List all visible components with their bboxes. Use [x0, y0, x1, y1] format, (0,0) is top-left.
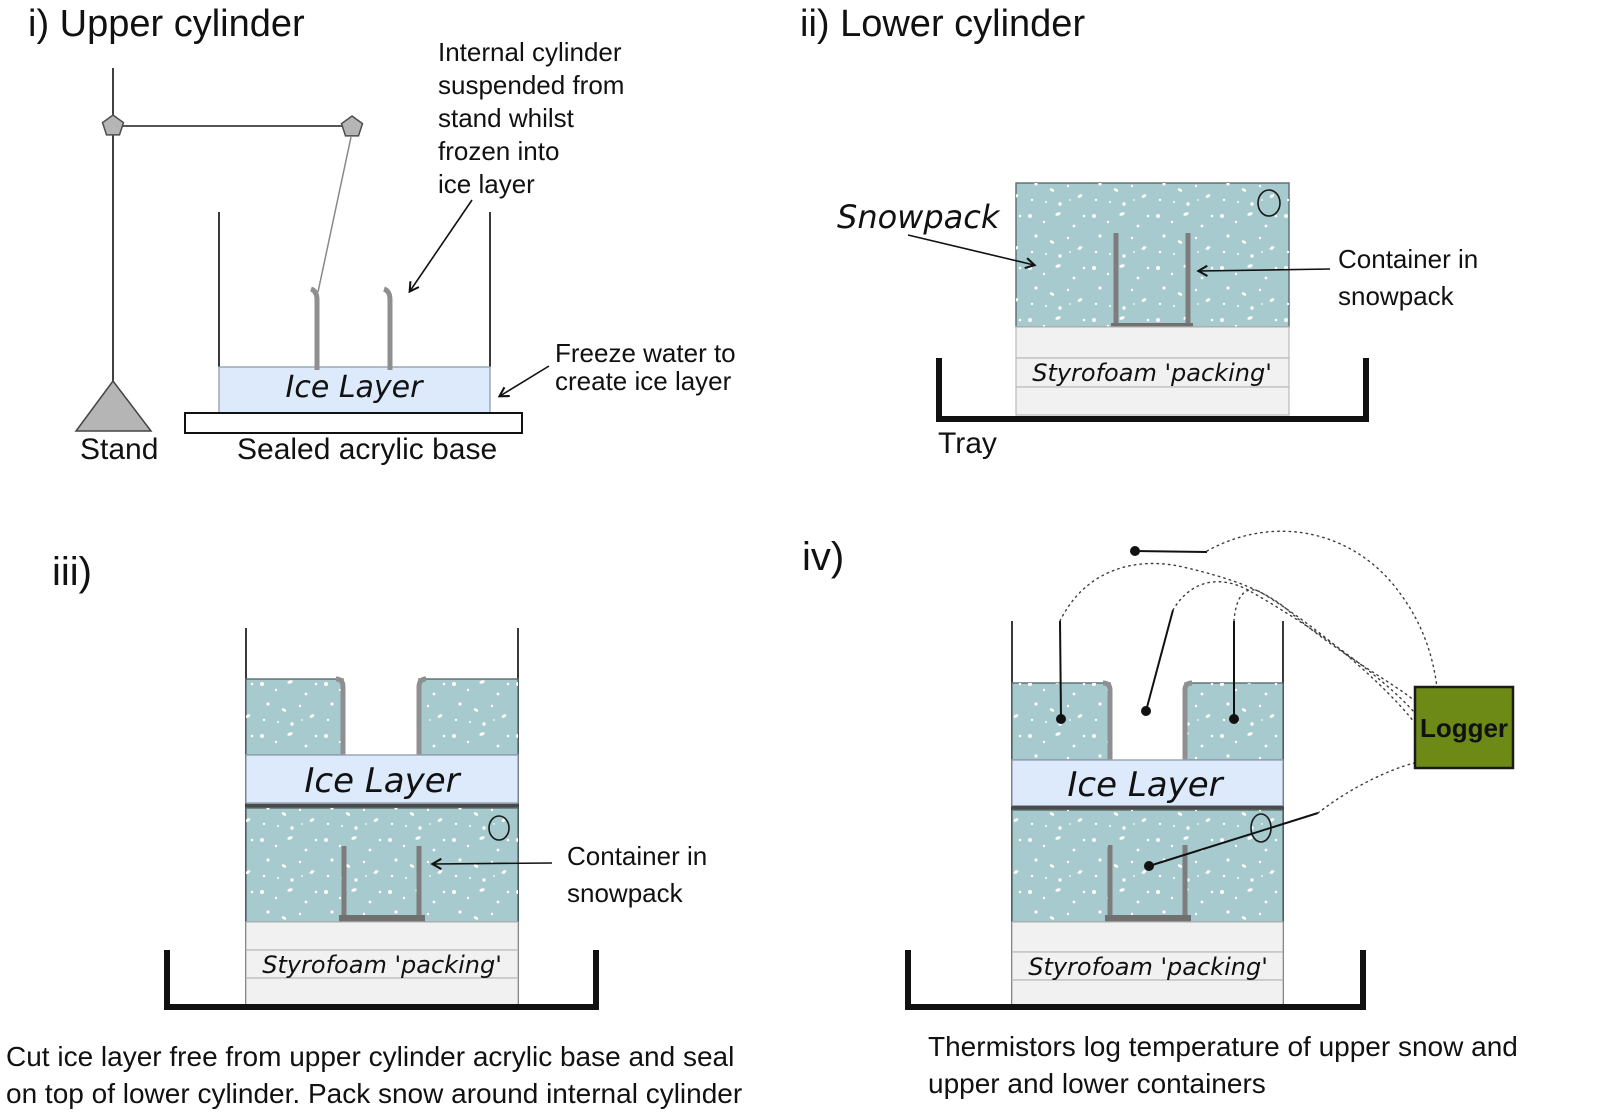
- panel-i: i) Upper cylinder Ice Layer Internal cyl…: [28, 3, 736, 466]
- styrofoam-ii-band3: [1015, 386, 1290, 416]
- container-iv-bottom: [1105, 915, 1191, 922]
- styrofoam-iii-band3: [245, 977, 519, 1007]
- upper-snow-iii-left-speckles: [246, 679, 343, 755]
- logger-label: Logger: [1420, 713, 1508, 743]
- annotation-freeze-line1: Freeze water to: [555, 338, 736, 368]
- snowpack-iii-circle-mark: [488, 815, 510, 841]
- thermistor-lower-container-lead: [1148, 812, 1319, 867]
- panel-iv: iv) Ice Layer Styrofoam 'packing': [802, 530, 1518, 1099]
- ice-layer-iii: [245, 754, 519, 804]
- container-iii-bottom: [339, 915, 425, 922]
- wire-left-snow: [1059, 562, 1416, 702]
- arrow-to-container-iii: [430, 857, 553, 870]
- ice-layer-iii-label: Ice Layer: [304, 761, 461, 801]
- internal-wall-iii-left: [335, 676, 346, 755]
- container-ii-label-line1: Container in: [1338, 244, 1478, 274]
- tray-label: Tray: [938, 427, 997, 460]
- thermistors: [1056, 546, 1319, 871]
- container-iv-walls: [1107, 845, 1188, 918]
- internal-cylinder-wall-left: [310, 286, 320, 370]
- caption-iii-line2: on top of lower cylinder. Pack snow arou…: [6, 1078, 742, 1109]
- sealed-acrylic-base: [184, 412, 523, 434]
- annotation-suspended: Internal cylinder suspended from stand w…: [438, 37, 624, 199]
- arrow-to-snowpack: [907, 234, 1037, 270]
- styrofoam-iii-label: Styrofoam 'packing': [262, 951, 502, 979]
- arrow-to-internal-cylinder: [408, 199, 473, 294]
- styrofoam-ii-band2: [1015, 357, 1290, 388]
- container-iii-label-line1: Container in: [567, 841, 707, 871]
- lower-snowpack-iii-speckles: [246, 808, 518, 922]
- stand-label: Stand: [80, 433, 158, 466]
- panel-ii: ii) Lower cylinder Styrofoam 'packing' T…: [800, 3, 1478, 460]
- logger-box: [1413, 685, 1515, 770]
- upper-snow-iii-right-speckles: [419, 679, 518, 755]
- styrofoam-iv-label: Styrofoam 'packing': [1028, 953, 1268, 981]
- wire-right-snow: [1233, 589, 1415, 723]
- thermistor-upper-container-lead: [1145, 609, 1174, 712]
- annotation-freeze: Freeze water to create ice layer: [555, 338, 736, 396]
- snowpack-label: Snowpack: [837, 198, 1001, 236]
- styrofoam-iii-band2: [245, 949, 519, 979]
- styrofoam-iv-band2: [1011, 951, 1284, 981]
- caption-iv-line1: Thermistors log temperature of upper sno…: [928, 1031, 1518, 1062]
- ice-layer-iv: [1011, 759, 1284, 807]
- snowpack-ii-circle-mark: [1257, 189, 1281, 217]
- annotation-suspended-line2: suspended from: [438, 70, 624, 100]
- internal-cylinder-wall-right: [383, 286, 393, 370]
- caption-iii-line1: Cut ice layer free from upper cylinder a…: [6, 1041, 734, 1072]
- annotation-freeze-line2: create ice layer: [555, 366, 732, 396]
- arrow-to-container-ii: [1196, 264, 1331, 277]
- thermistor-left-snow-lead: [1059, 620, 1062, 720]
- styrofoam-iv-band1: [1011, 921, 1284, 953]
- styrofoam-iv-band3: [1011, 979, 1284, 1008]
- panel-iii-label: iii): [52, 550, 92, 594]
- thermistor-ambient-lead: [1134, 550, 1208, 553]
- acrylic-base-label: Sealed acrylic base: [237, 433, 497, 466]
- panel-ii-title: ii) Lower cylinder: [800, 3, 1085, 45]
- suspension-line: [317, 136, 352, 293]
- wire-ambient: [1206, 530, 1438, 688]
- ice-layer-iv-label: Ice Layer: [1067, 765, 1224, 805]
- arrow-to-ice-layer: [497, 365, 550, 398]
- annotation-suspended-line1: Internal cylinder: [438, 37, 622, 67]
- container-iii-label-line2: snowpack: [567, 878, 684, 908]
- styrofoam-ii-label: Styrofoam 'packing': [1032, 359, 1272, 387]
- container-iii-walls: [341, 846, 422, 918]
- annotation-suspended-line4: frozen into: [438, 136, 559, 166]
- caption-iv-line2: upper and lower containers: [928, 1068, 1266, 1099]
- styrofoam-ii-band1: [1015, 326, 1290, 359]
- stand-clamp-left: [101, 114, 125, 136]
- container-ii-label-line2: snowpack: [1338, 281, 1455, 311]
- wire-lower-container: [1317, 762, 1415, 814]
- tray-iii: [164, 950, 599, 1010]
- logger-wires: [1059, 530, 1438, 814]
- panel-i-title: i) Upper cylinder: [28, 3, 305, 45]
- panel-iv-label: iv): [802, 535, 844, 579]
- panel-iii: iii) Ice Layer Styrofoam 'packing' Conta…: [6, 550, 742, 1109]
- ice-layer-i: [218, 366, 491, 414]
- internal-wall-iii-right: [416, 676, 427, 755]
- internal-wall-iv-right: [1182, 680, 1193, 760]
- annotation-suspended-line3: stand whilst: [438, 103, 575, 133]
- stand-clamp-right: [340, 115, 364, 137]
- internal-wall-iv-left: [1102, 680, 1113, 760]
- snowpack-ii-speckles: [1016, 183, 1289, 327]
- annotation-suspended-line5: ice layer: [438, 169, 535, 199]
- tray-iv: [905, 950, 1366, 1010]
- stand-base-triangle: [74, 379, 153, 432]
- tray-ii: [936, 358, 1369, 422]
- styrofoam-iii-band1: [245, 921, 519, 951]
- ice-layer-i-label: Ice Layer: [286, 370, 425, 405]
- wire-upper-container: [1172, 581, 1415, 713]
